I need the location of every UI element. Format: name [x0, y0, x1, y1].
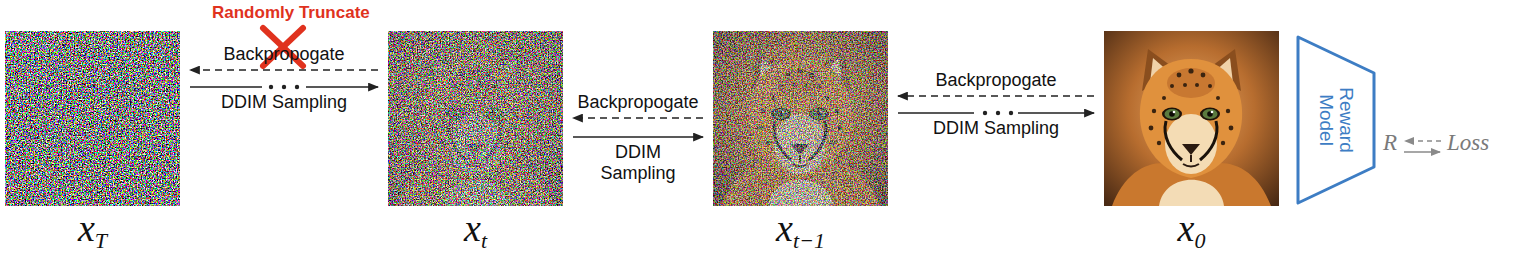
backprop-arrow [190, 69, 378, 71]
reward-model-block: Reward Model [1296, 35, 1376, 205]
ellipsis-dots [269, 85, 1013, 115]
image-frame: xt [388, 31, 563, 206]
sampling-arrow [898, 112, 1094, 114]
arrow-label: DDIM Sampling [933, 118, 1059, 139]
arrow-label: DDIM Sampling [598, 142, 678, 184]
sampling-arrow [573, 136, 703, 138]
step-label: xt [388, 208, 563, 257]
step-label: x0 [1104, 208, 1279, 257]
step-label: xT [5, 208, 180, 257]
noisy-image [388, 31, 563, 206]
trapezoid-shape [1298, 37, 1374, 203]
generated-image [1104, 31, 1279, 206]
loss-symbol: Loss [1447, 130, 1489, 156]
arrow-label: DDIM Sampling [221, 92, 347, 113]
loss-arrows [1404, 141, 1441, 152]
image-frame: xT [5, 31, 180, 206]
image-frame: xt−1 [713, 31, 888, 206]
sampling-arrow [190, 86, 378, 88]
noise-image [5, 31, 180, 206]
block-label: Reward Model [1316, 81, 1356, 159]
backprop-arrow [898, 95, 1094, 97]
arrow-label: Backpropogate [223, 44, 344, 65]
backprop-arrow [573, 117, 703, 119]
arrow-label: Backpropogate [577, 92, 698, 113]
arrow-label: Backpropogate [935, 70, 1056, 91]
image-frame: x0 [1104, 31, 1279, 206]
reward-symbol: R [1383, 130, 1397, 156]
truncate-note: Randomly Truncate [212, 3, 370, 23]
step-label: xt−1 [713, 208, 888, 257]
less-noisy-image [713, 31, 888, 206]
